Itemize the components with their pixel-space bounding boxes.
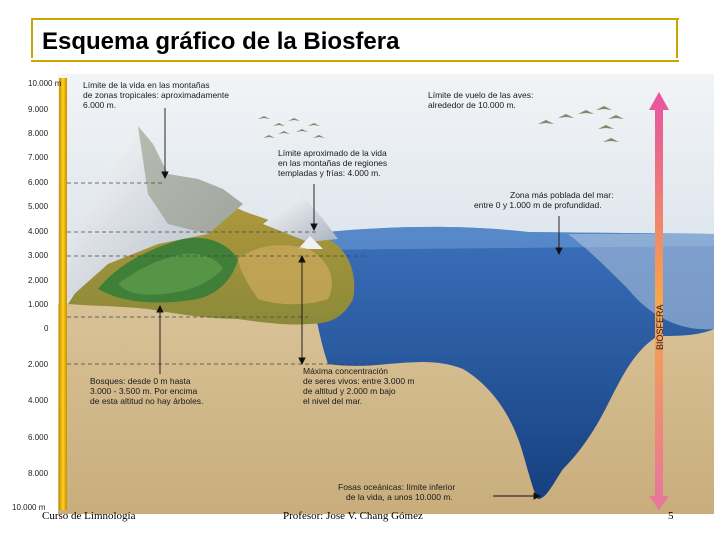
scale-label: 8.000 — [28, 469, 49, 478]
footer-professor: Profesor: Jose V. Chang Gómez — [283, 510, 423, 522]
annotation-line: templadas y frías: 4.000 m. — [278, 168, 381, 178]
scale-label: 1.000 — [28, 300, 49, 309]
scale-label: 4.000 — [28, 396, 49, 405]
title-frame-left — [31, 18, 33, 58]
biosphere-arrow-shaft — [655, 108, 663, 498]
annotation-line: Máxima concentración — [303, 366, 388, 376]
annotation-line: Zona más poblada del mar: — [510, 190, 613, 200]
annotation-temperate: Límite aproximado de la vida en las mont… — [278, 148, 390, 178]
annotation-line: Fosas oceánicas: límite inferior — [338, 482, 455, 492]
annotation-line: de seres vivos: entre 3.000 m — [303, 376, 415, 386]
annotation-line: el nivel del mar. — [303, 396, 362, 406]
annotation-line: alrededor de 10.000 m. — [428, 100, 516, 110]
annotation-line: de altitud y 2.000 m bajo — [303, 386, 396, 396]
scale-label: 8.000 — [28, 129, 49, 138]
page-number: 5 — [668, 510, 674, 522]
scale-label: 6.000 — [28, 178, 49, 187]
annotation-line: 3.000 - 3.500 m. Por encima — [90, 386, 198, 396]
annotation-line: Límite aproximado de la vida — [278, 148, 387, 158]
biosphere-diagram: 10.000 m 9.000 8.000 7.000 6.000 5.000 4… — [8, 74, 714, 514]
scale-label: 10.000 m — [12, 503, 46, 512]
title-underline — [31, 60, 679, 62]
scale-label: 6.000 — [28, 433, 49, 442]
annotation-line: de esta altitud no hay árboles. — [90, 396, 203, 406]
scale-label: 9.000 — [28, 105, 49, 114]
annotation-line: en las montañas de regiones — [278, 158, 387, 168]
annotation-line: Límite de vuelo de las aves: — [428, 90, 533, 100]
scale-label: 3.000 — [28, 251, 49, 260]
annotation-line: de zonas tropicales: aproximadamente — [83, 90, 229, 100]
title-frame-top — [31, 18, 679, 20]
annotation-forests: Bosques: desde 0 m hasta 3.000 - 3.500 m… — [90, 376, 203, 406]
slide-title: Esquema gráfico de la Biosfera — [42, 28, 399, 56]
scale-label: 5.000 — [28, 202, 49, 211]
annotation-line: Bosques: desde 0 m hasta — [90, 376, 191, 386]
biosphere-label: BIOSFERA — [655, 304, 665, 350]
title-frame-right — [676, 18, 678, 58]
annotation-line: entre 0 y 1.000 m de profundidad. — [474, 200, 602, 210]
scale-label: 2.000 — [28, 276, 49, 285]
annotation-line: de la vida, a unos 10.000 m. — [346, 492, 453, 502]
scale-label: 0 — [44, 324, 49, 333]
annotation-trenches: Fosas oceánicas: límite inferior de la v… — [338, 482, 458, 502]
scale-label: 10.000 m — [28, 79, 62, 88]
altitude-scale: 10.000 m 9.000 8.000 7.000 6.000 5.000 4… — [12, 79, 62, 512]
scale-label: 7.000 — [28, 153, 49, 162]
annotation-line: 6.000 m. — [83, 100, 116, 110]
scale-label: 2.000 — [28, 360, 49, 369]
annotation-line: Límite de la vida en las montañas — [83, 80, 210, 90]
footer-course: Curso de Limnología — [42, 510, 136, 522]
scale-label: 4.000 — [28, 227, 49, 236]
altitude-bar — [59, 78, 67, 510]
